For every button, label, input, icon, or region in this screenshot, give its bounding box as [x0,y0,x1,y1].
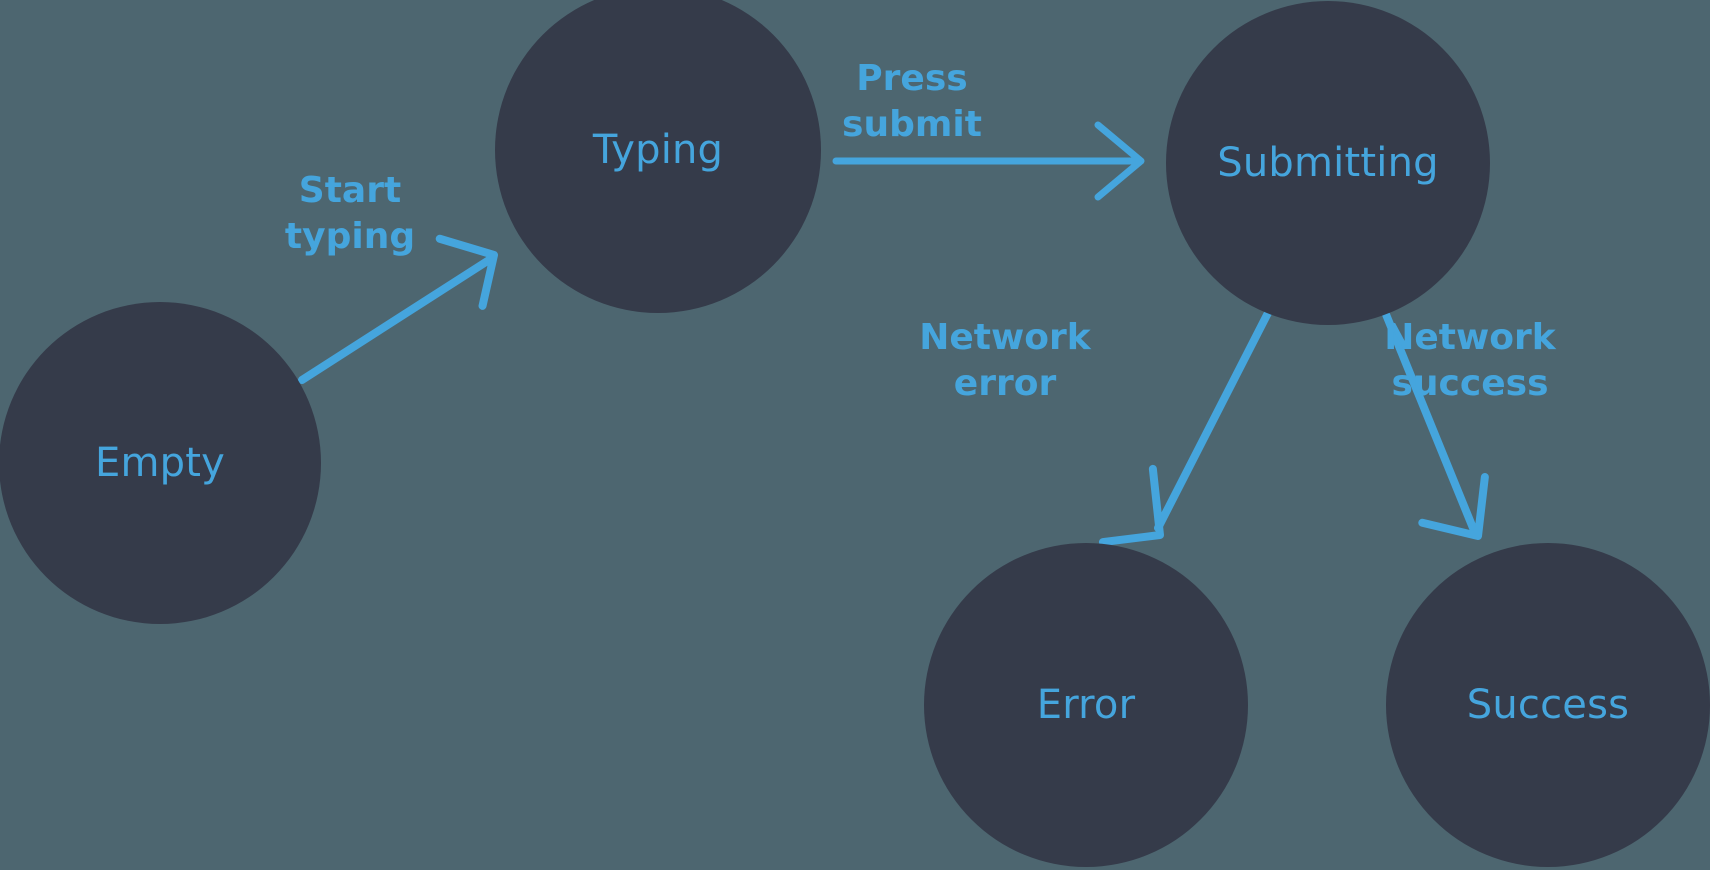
state-node-submitting[interactable]: Submitting [1166,1,1490,325]
transition-label-press-submit: Press submit [842,58,982,146]
state-node-label: Typing [592,127,724,173]
transition-label-network-error: Network error [919,317,1091,405]
state-node-label: Success [1466,682,1630,728]
state-node-label: Submitting [1217,140,1439,186]
state-node-typing[interactable]: Typing [495,0,821,313]
edge-network-error [1098,307,1273,547]
state-node-label: Error [1036,682,1136,728]
state-node-success[interactable]: Success [1386,543,1710,867]
state-node-empty[interactable]: Empty [0,302,321,624]
transition-label-start-typing: Start typing [284,170,416,258]
state-node-error[interactable]: Error [924,543,1248,867]
state-node-label: Empty [95,440,225,486]
transition-label-network-success: Network success [1384,317,1556,405]
